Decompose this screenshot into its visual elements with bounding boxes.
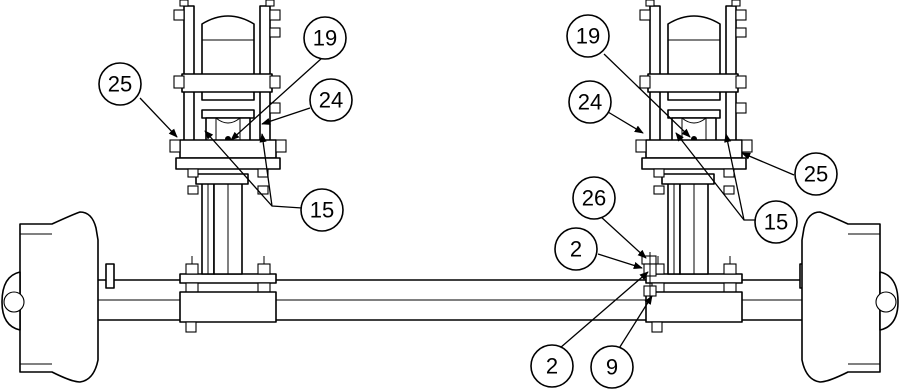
callout-15-right: 15: [754, 200, 798, 244]
callout-26: 26: [572, 176, 616, 220]
leader-lines: [139, 53, 795, 351]
callout-9: 9: [590, 345, 634, 389]
hanger-assembly-right: [635, 0, 753, 333]
callout-25-right: 25: [794, 152, 838, 196]
callout-2-upper: 2: [554, 227, 598, 271]
callout-19-right: 19: [566, 14, 610, 58]
callout-19-right-label: 19: [576, 24, 600, 49]
callout-2-lower: 2: [530, 344, 574, 388]
callout-15-left-label: 15: [310, 198, 334, 223]
callout-19-left-label: 19: [313, 26, 337, 51]
callout-24-left: 24: [309, 78, 353, 122]
callout-24-right: 24: [568, 80, 612, 124]
wheel-right: [801, 211, 899, 383]
callout-15-right-label: 15: [764, 210, 788, 235]
callout-25-left-label: 25: [108, 72, 132, 97]
callout-2-upper-label: 2: [570, 237, 582, 262]
callout-15-left: 15: [300, 188, 344, 232]
callout-19-left: 19: [303, 16, 347, 60]
callout-25-left: 25: [98, 62, 142, 106]
callout-2-lower-label: 2: [546, 354, 558, 379]
callout-9-label: 9: [606, 355, 618, 380]
callout-25-right-label: 25: [804, 162, 828, 187]
wheel-left: [1, 211, 99, 383]
axle-flange-left: [105, 263, 115, 289]
callout-24-right-label: 24: [578, 90, 602, 115]
hanger-assembly-left: [169, 0, 287, 333]
callout-24-left-label: 24: [319, 88, 343, 113]
callout-26-label: 26: [582, 186, 606, 211]
